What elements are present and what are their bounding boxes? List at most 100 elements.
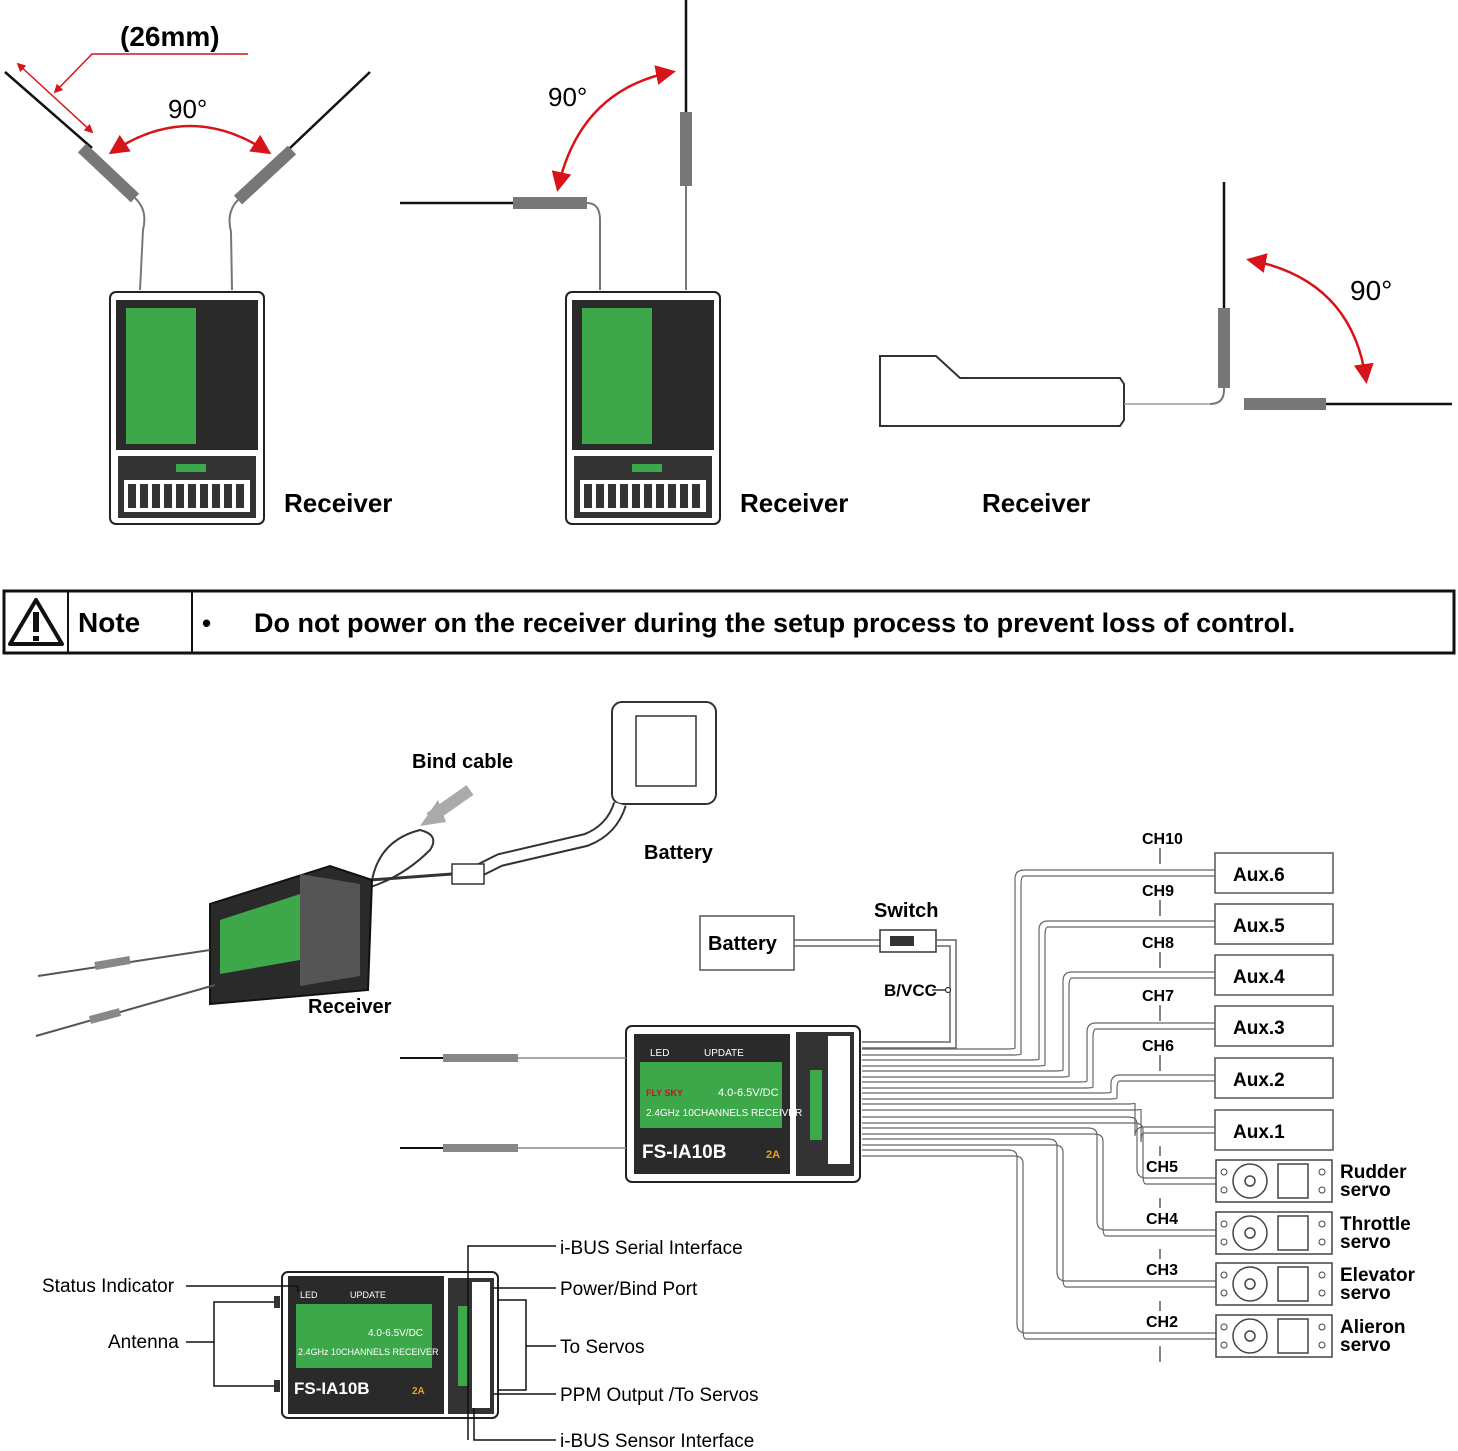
wire xyxy=(862,926,1215,1067)
led-label: LED xyxy=(300,1290,318,1300)
wire xyxy=(862,1127,1216,1231)
battery-box-label: Battery xyxy=(708,933,778,955)
receiver-legend: LED UPDATE 4.0-6.5V/DC 2.4GHz 10CHANNELS… xyxy=(42,1238,759,1451)
channel-label: CH9 xyxy=(1142,883,1174,900)
servo-name-label: Throttle xyxy=(1340,1214,1411,1235)
receiver-label: Receiver xyxy=(740,488,848,518)
wire xyxy=(862,1102,1215,1137)
antenna-setup-panel-2: 90° Receiver xyxy=(400,0,848,525)
wire xyxy=(862,1149,1216,1334)
wire xyxy=(862,869,1215,1050)
aux-label: Aux.6 xyxy=(1233,865,1285,886)
servo-type-label: servo xyxy=(1340,1232,1391,1253)
receiver-illustration xyxy=(565,291,721,525)
channel-label: CH10 xyxy=(1142,831,1183,848)
wire xyxy=(862,1133,1216,1237)
angle-label: 90° xyxy=(168,94,207,124)
wire xyxy=(862,1028,1215,1089)
aux-box xyxy=(1214,903,1334,945)
servo-icon xyxy=(1215,1211,1333,1255)
battery-label: Battery xyxy=(644,842,714,864)
bind-cable-label: Bind cable xyxy=(412,751,513,773)
note-bullet: • xyxy=(202,608,211,638)
channel-label: CH4 xyxy=(1146,1211,1178,1228)
wire xyxy=(862,1155,1216,1340)
receiver-label: Receiver xyxy=(982,488,1090,518)
measure-label: (26mm) xyxy=(120,21,220,52)
angle-label: 90° xyxy=(1350,275,1392,306)
current-label: 2A xyxy=(412,1386,425,1397)
band-label: 2.4GHz 10CHANNELS RECEIVER xyxy=(298,1347,439,1357)
led-label: LED xyxy=(650,1048,669,1059)
servo-name-label: Rudder xyxy=(1340,1162,1407,1183)
bvcc-label: B/VCC xyxy=(884,981,937,1000)
channel-label: CH7 xyxy=(1142,988,1174,1005)
model-label: FS-IA10B xyxy=(642,1142,726,1163)
receiver-illustration xyxy=(109,291,265,525)
wire xyxy=(862,1116,1216,1179)
wire xyxy=(862,920,1215,1061)
aux-label: Aux.1 xyxy=(1233,1122,1285,1143)
wire xyxy=(862,1108,1215,1143)
servo-type-label: servo xyxy=(1340,1180,1391,1201)
wire xyxy=(862,977,1215,1078)
switch-label: Switch xyxy=(874,900,938,922)
battery-box xyxy=(699,915,795,971)
current-label: 2A xyxy=(766,1149,780,1161)
aux-label: Aux.5 xyxy=(1233,916,1285,937)
note-label: Note xyxy=(78,607,140,638)
servo-icon xyxy=(1215,1159,1333,1203)
aux-label: Aux.4 xyxy=(1233,967,1285,988)
servo-name-label: Elevator xyxy=(1340,1265,1416,1286)
wiring-diagram: Battery Switch B/VCC LED UPDATE FLY SKY … xyxy=(400,831,1416,1362)
wire xyxy=(862,1022,1215,1083)
ibus-serial-label: i-BUS Serial Interface xyxy=(560,1238,743,1259)
aux-box xyxy=(1214,954,1334,996)
aux-label: Aux.2 xyxy=(1233,1070,1285,1091)
bind-diagram: Bind cable Battery Receiver xyxy=(35,701,717,1037)
voltage-label: 4.0-6.5V/DC xyxy=(718,1087,779,1099)
ppm-output-label: PPM Output /To Servos xyxy=(560,1385,759,1406)
wire xyxy=(862,1080,1215,1100)
to-servos-label: To Servos xyxy=(560,1337,644,1358)
antenna-setup-panel-1: (26mm) 90° Receiver xyxy=(4,21,392,525)
status-indicator-label: Status Indicator xyxy=(42,1276,175,1297)
angle-label: 90° xyxy=(548,82,587,112)
wire xyxy=(862,1144,1216,1288)
update-label: UPDATE xyxy=(350,1290,386,1300)
wire xyxy=(862,875,1215,1056)
model-label: FS-IA10B xyxy=(294,1379,370,1398)
band-label: 2.4GHz 10CHANNELS RECEIVER xyxy=(646,1108,802,1119)
channel-label: CH5 xyxy=(1146,1159,1178,1176)
main-receiver: LED UPDATE FLY SKY 4.0-6.5V/DC 2.4GHz 10… xyxy=(400,1025,861,1183)
note-box: Note • Do not power on the receiver duri… xyxy=(2,589,1456,655)
antenna-label: Antenna xyxy=(108,1332,179,1353)
note-text: Do not power on the receiver during the … xyxy=(254,608,1295,638)
channel-label: CH6 xyxy=(1142,1038,1174,1055)
warning-icon xyxy=(8,598,64,646)
servo-name-label: Alieron xyxy=(1340,1317,1405,1338)
power-bind-label: Power/Bind Port xyxy=(560,1279,698,1300)
aux-box xyxy=(1214,1005,1334,1047)
receiver-label: Receiver xyxy=(308,996,392,1018)
servo-type-label: servo xyxy=(1340,1283,1391,1304)
aux-label: Aux.3 xyxy=(1233,1018,1285,1039)
channel-label: CH8 xyxy=(1142,935,1174,952)
aux-box xyxy=(1214,1057,1334,1099)
wire xyxy=(862,1074,1215,1094)
aux-box xyxy=(1214,852,1334,894)
servo-icon xyxy=(1215,1314,1333,1358)
voltage-label: 4.0-6.5V/DC xyxy=(368,1328,423,1339)
servo-icon xyxy=(1215,1262,1333,1306)
channel-label: CH2 xyxy=(1146,1314,1178,1331)
wire xyxy=(862,1138,1216,1282)
servo-type-label: servo xyxy=(1340,1335,1391,1356)
ibus-sensor-label: i-BUS Sensor Interface xyxy=(560,1431,754,1451)
antenna-setup-panel-3: 90° Receiver xyxy=(879,182,1452,518)
wire xyxy=(862,1122,1216,1185)
wire xyxy=(862,971,1215,1072)
brand-label: FLY SKY xyxy=(646,1088,683,1098)
update-label: UPDATE xyxy=(704,1048,744,1059)
aux-box xyxy=(1214,1109,1334,1151)
